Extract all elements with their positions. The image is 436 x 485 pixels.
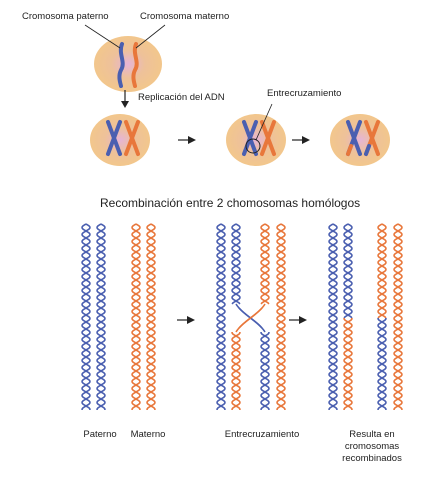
helix-cross-maternal-1-lower-strand-b: [260, 332, 270, 410]
arrow-down-replication: [121, 90, 129, 108]
helix-result-recombined-1-lower-strand-b: [343, 318, 353, 410]
helix-cross-paternal-1-strand-b: [216, 223, 226, 410]
maternal-chromatids: [124, 120, 140, 156]
helix-cross-paternal-1-strand-a: [216, 223, 226, 410]
cell-initial: [84, 24, 166, 92]
helix-maternal-1-strand-b: [131, 223, 141, 410]
helix-result-maternal-2-strand-b: [393, 223, 403, 410]
helix-cross-paternal-2-upper-strand-b: [231, 223, 241, 305]
helix-cross-paternal-2-lower-strand-b: [231, 332, 241, 410]
maternal-chromatids: [260, 120, 276, 156]
dna-helices-group: [81, 223, 403, 410]
helix-result-maternal-2-strand-a: [393, 223, 403, 410]
cell-recombined: [330, 114, 390, 166]
helix-maternal-2-strand-a: [146, 223, 156, 410]
cell-replicated: [90, 114, 150, 166]
maternal-chromosome: [131, 42, 139, 88]
pointer-line-maternal: [135, 24, 166, 49]
cell-body: [94, 36, 162, 92]
helix-paternal-1-strand-a: [81, 223, 91, 410]
helix-maternal-2-strand-b: [146, 223, 156, 410]
label-crossover-bottom: Entrecruzamiento: [224, 429, 300, 440]
helix-cross-maternal-1-upper-strand-a: [260, 223, 270, 305]
paternal-chromatids: [106, 120, 122, 156]
crossover-highlight-circle: [245, 138, 261, 154]
helix-paternal-2-strand-a: [96, 223, 106, 410]
helix-result-recombined-2-lower-strand-b: [377, 318, 387, 410]
helix-result-paternal-1-strand-b: [328, 223, 338, 410]
helix-result-recombined-1-upper-strand-a: [343, 223, 353, 319]
helix-paternal-1-strand-b: [81, 223, 91, 410]
helix-cross-maternal-2-strand-b: [276, 223, 286, 410]
helix-paternal-2-strand-b: [96, 223, 106, 410]
label-paternal: Paterno: [83, 429, 117, 440]
helix-result-recombined-2-upper-strand-a: [377, 223, 387, 319]
helix-cross-maternal-2-strand-a: [276, 223, 286, 410]
helix-cross-paternal-2-upper-strand-a: [231, 223, 241, 305]
label-maternal: Materno: [130, 429, 166, 440]
helix-result-recombined-1-upper-strand-b: [343, 223, 353, 319]
label-dna-replication: Replicación del ADN: [138, 92, 225, 103]
recombined-chromatid-b-tip: [364, 144, 371, 156]
label-maternal-chromosome: Cromosoma materno: [140, 11, 230, 22]
recombined-chromatid-a-tip: [346, 144, 353, 156]
crossover-strand-maternal-b: [238, 307, 263, 329]
arrow-right-2: [292, 136, 310, 144]
helix-cross-maternal-1-upper-strand-b: [260, 223, 270, 305]
label-crossover-top: Entrecruzamiento: [267, 88, 342, 99]
helix-result-recombined-2-upper-strand-b: [377, 223, 387, 319]
pointer-line-paternal: [84, 24, 121, 49]
cell-crossover: [226, 103, 286, 166]
bottom-panel-title: Recombinación entre 2 chomosomas homólog…: [100, 196, 361, 210]
label-paternal-chromosome: Cromosoma paterno: [22, 11, 109, 22]
arrow-right-1: [178, 136, 196, 144]
arrow-right-4: [289, 316, 307, 324]
paternal-chromosome: [117, 42, 125, 88]
label-recombined-result: Resulta en cromosomas recombinados: [342, 429, 402, 464]
pointer-line-crossover: [255, 103, 273, 141]
helix-maternal-1-strand-a: [131, 223, 141, 410]
arrow-right-3: [177, 316, 195, 324]
helix-result-paternal-1-strand-a: [328, 223, 338, 410]
